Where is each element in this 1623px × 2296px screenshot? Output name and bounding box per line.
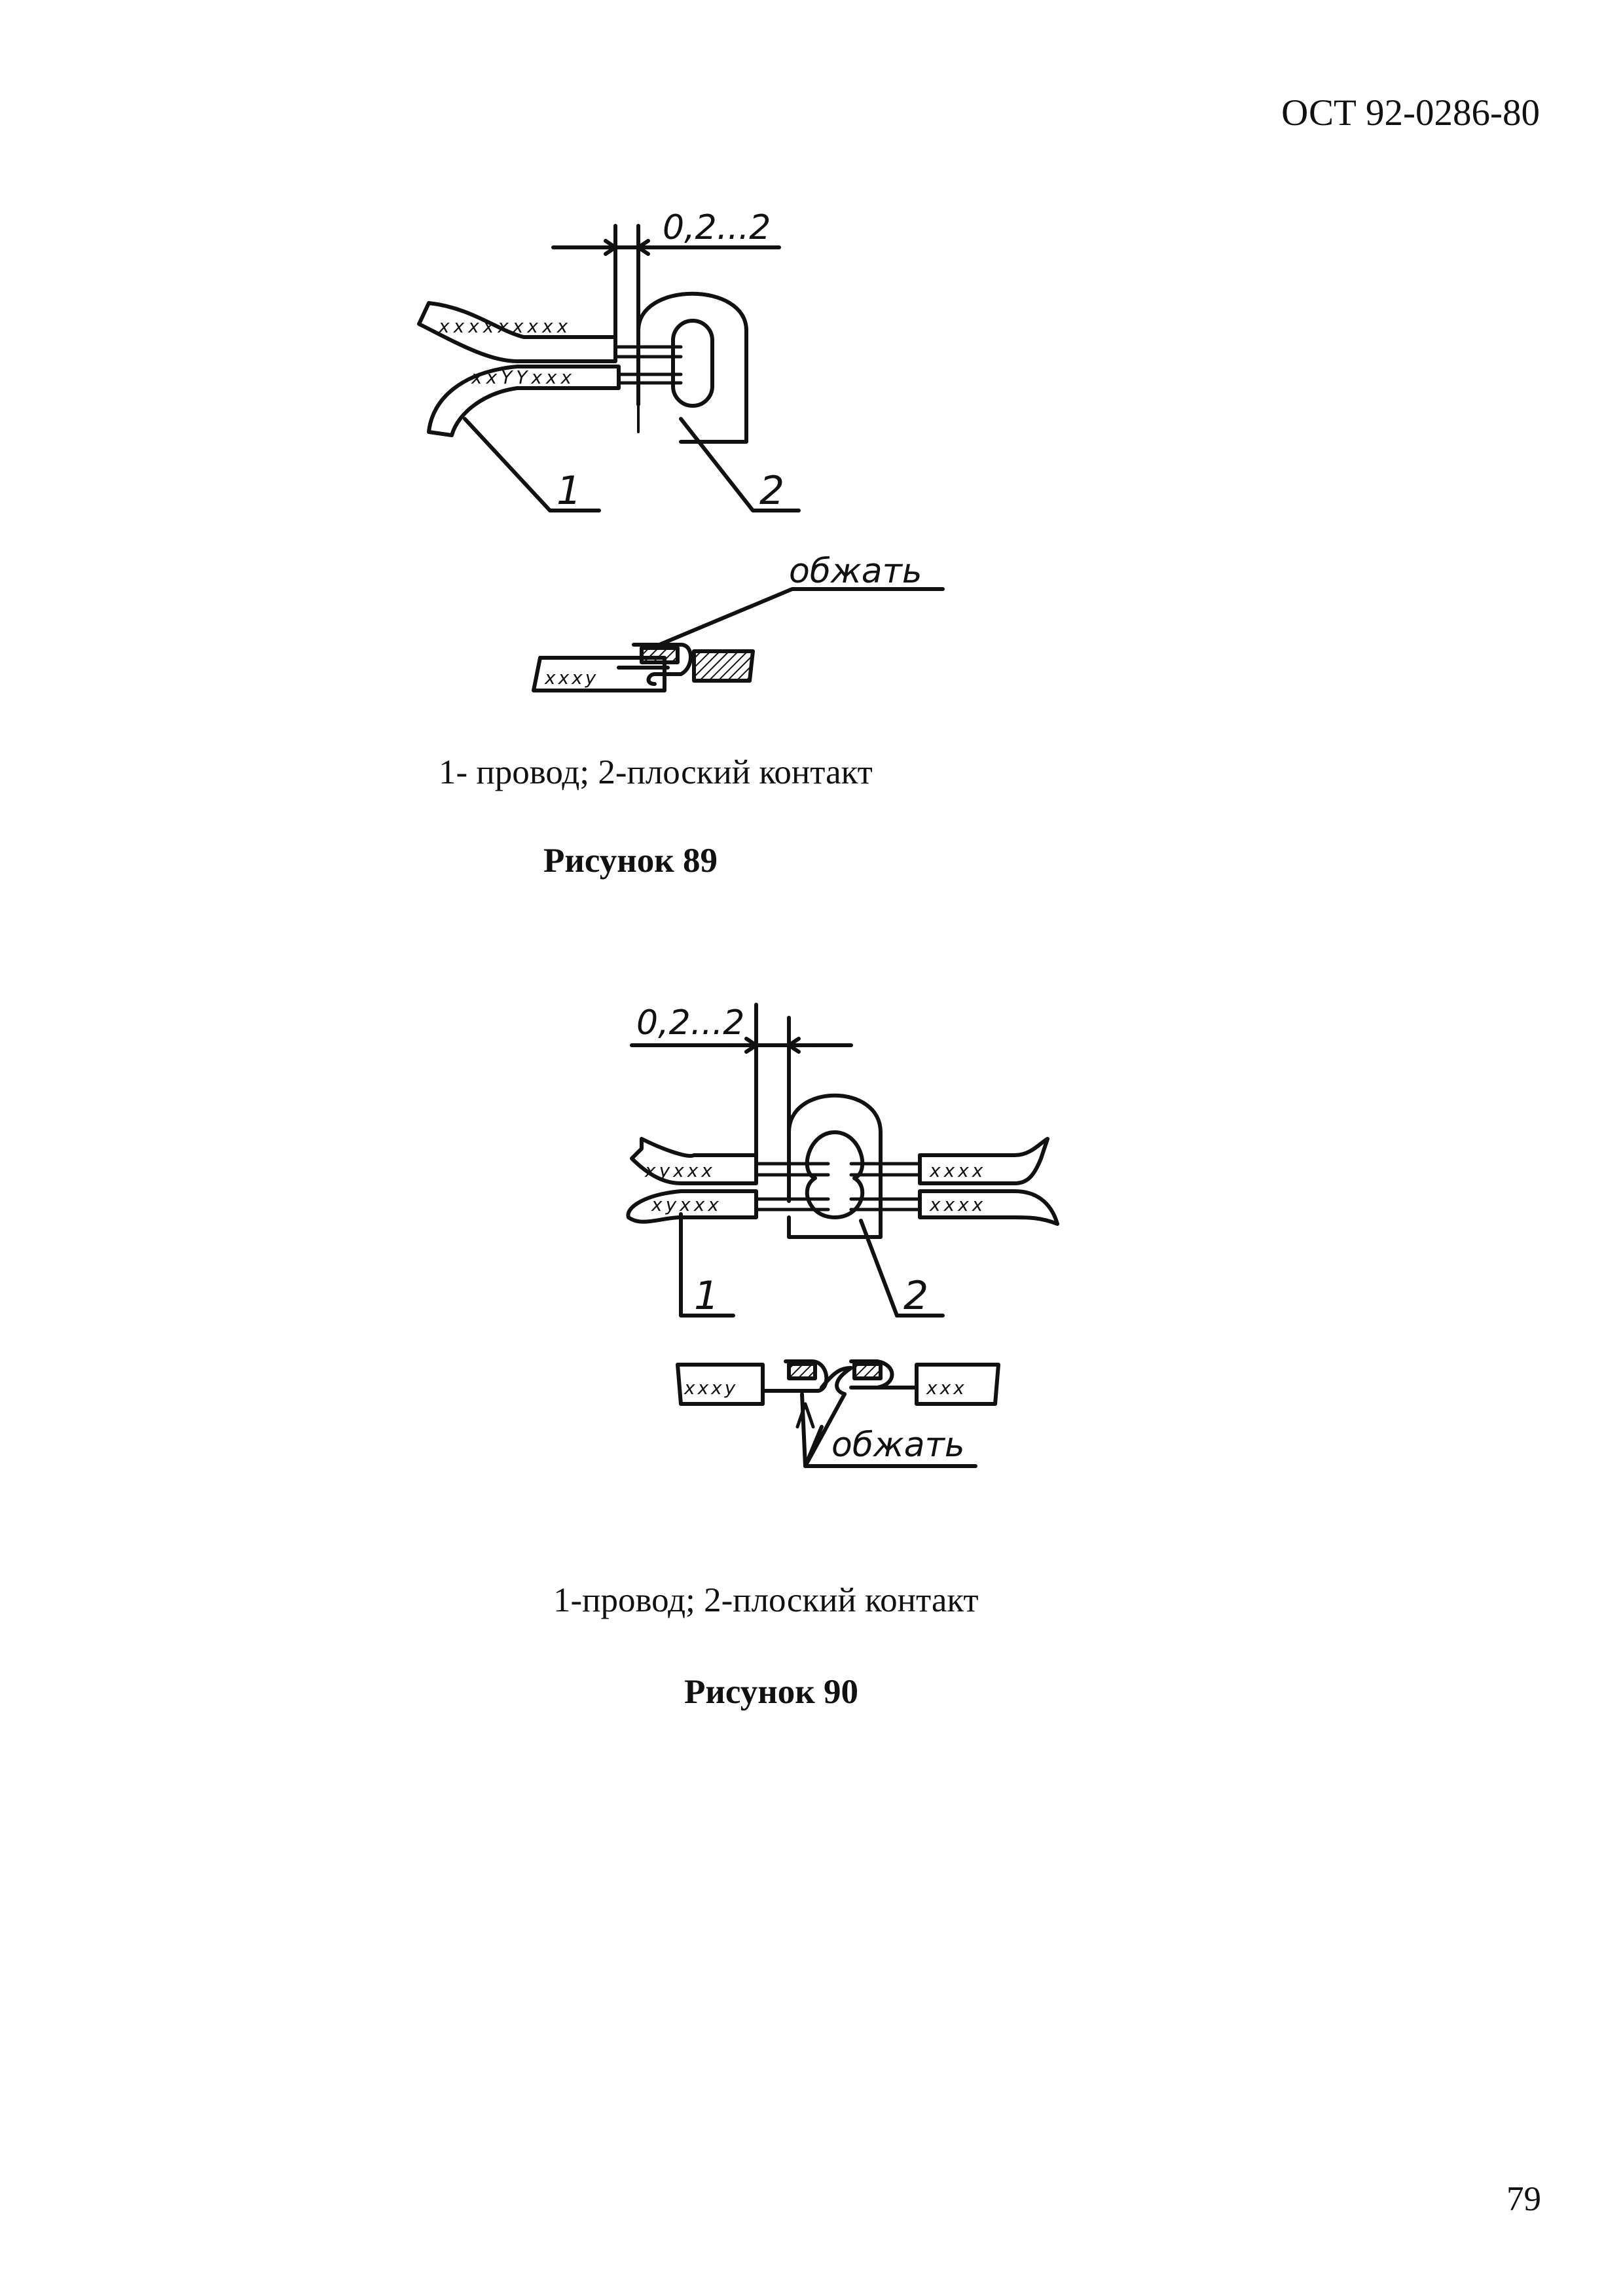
fig90-crimp-detail — [676, 1359, 1000, 1468]
fig90-wire-marks-left-top: xyxxx — [644, 1160, 716, 1181]
fig89-crimp-leader — [653, 587, 945, 649]
fig90-callout-1: 1 — [694, 1273, 719, 1319]
fig89-crimp-detail — [532, 587, 945, 692]
figure-90-title: Рисунок 90 — [684, 1673, 859, 1711]
fig90-wire-right-top — [918, 1137, 1049, 1185]
fig89-conductors — [613, 345, 683, 385]
fig90-crimp-wire-marks-right: xxx — [926, 1377, 967, 1399]
document-code: ОСТ 92-0286-80 — [1281, 92, 1540, 134]
fig90-wire-marks-left-bottom: xyxxx — [651, 1194, 722, 1215]
page-number: 79 — [1506, 2180, 1541, 2218]
figure-89-title: Рисунок 89 — [543, 842, 718, 880]
fig90-flat-contact — [787, 1093, 883, 1239]
fig89-crimp-label: обжать — [789, 552, 922, 591]
fig90-crimp-leader — [800, 1392, 977, 1468]
fig89-wire-bottom — [427, 365, 621, 437]
fig89-leader-1 — [463, 417, 601, 512]
fig90-conductors — [754, 1162, 922, 1211]
fig90-wire-left-top — [630, 1137, 758, 1185]
fig90-wire-marks-right-top: xxxx — [929, 1160, 986, 1181]
fig90-dimension-label: 0,2...2 — [636, 1003, 744, 1043]
figure-89-drawing — [417, 224, 945, 692]
fig90-crimp-label: обжать — [831, 1426, 965, 1465]
fig90-leader-1 — [679, 1212, 735, 1318]
fig89-flat-contact — [636, 291, 748, 444]
fig89-callout-2: 2 — [759, 468, 784, 514]
fig89-contact-slot — [671, 319, 714, 408]
figure-89-caption: 1- провод; 2-плоский контакт — [439, 753, 873, 791]
fig90-leader-2 — [859, 1219, 945, 1318]
fig89-callout-1: 1 — [556, 468, 581, 514]
fig90-callout-2: 2 — [903, 1273, 928, 1319]
fig89-crimp-wire-marks: xxxy — [544, 667, 598, 689]
fig90-crimp-wire-marks-left: xxxy — [684, 1377, 738, 1399]
figure-90-caption: 1-провод; 2-плоский контакт — [553, 1581, 979, 1619]
fig90-wire-left-bottom — [626, 1189, 758, 1224]
fig89-wire-top — [417, 301, 617, 363]
fig90-wire-marks-right-bottom: xxxx — [929, 1194, 986, 1215]
fig90-contact-slot — [805, 1130, 865, 1219]
fig89-dimension-label: 0,2...2 — [663, 208, 771, 247]
fig89-wire-marks-top: xxxxxxxxx — [438, 315, 572, 337]
fig89-leader-2 — [679, 417, 801, 512]
fig90-wire-right-bottom — [918, 1189, 1059, 1226]
fig89-wire-marks-bottom: xxYYxxx — [471, 367, 575, 388]
figure-90-drawing — [626, 1003, 1059, 1468]
